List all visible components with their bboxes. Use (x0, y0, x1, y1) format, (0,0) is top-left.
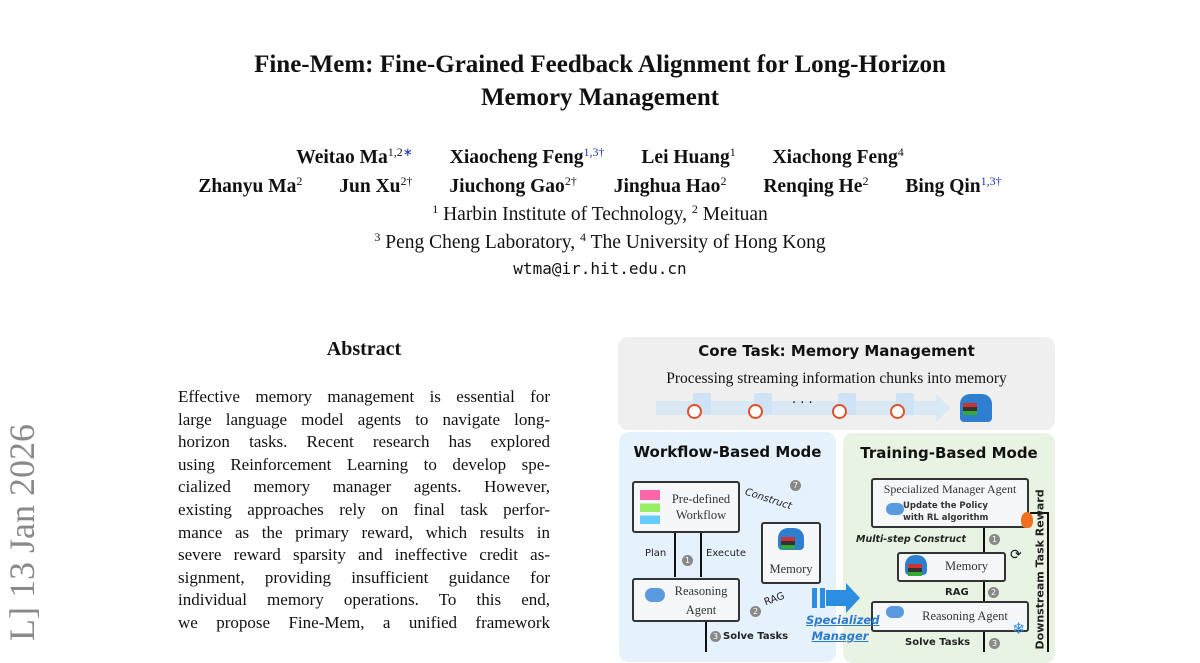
title-line-1: Fine-Mem: Fine-Grained Feedback Alignmen… (254, 51, 946, 78)
loop-icon: ⟳ (1010, 547, 1022, 563)
abstract-line: individual memory operations. To this en… (178, 590, 550, 610)
document-chunk-icon (748, 393, 772, 419)
abstract-line: large language model agents to navigate … (178, 409, 550, 429)
abstract-line: cialized memory manager agents. However, (178, 477, 550, 497)
plan-label: Plan (645, 548, 667, 559)
author-line-2: Zhanyu Ma2 Jun Xu2† Jiuchong Gao2† Jingh… (0, 174, 1200, 198)
update-policy-label: Update the Policy with RL algorithm (903, 501, 989, 523)
plan-arrow (674, 533, 676, 577)
stream-arrow-head (936, 394, 950, 422)
multi-step-construct-label: Multi-step Construct (856, 534, 967, 545)
abstract-line: horizon tasks. Recent research has explo… (178, 432, 550, 452)
step-number: 2 (750, 606, 761, 617)
ai-robot-icon (886, 503, 904, 515)
transition-arrow (826, 590, 846, 606)
ai-robot-icon (645, 588, 665, 602)
ai-robot-icon (886, 606, 904, 618)
execute-label: Execute (706, 548, 746, 559)
step-number: 1 (682, 555, 693, 566)
affiliation-line: 3 Peng Cheng Laboratory, 4 The Universit… (374, 230, 826, 253)
abstract-line: Effective memory management is essential… (178, 387, 550, 406)
execute-arrow (700, 533, 702, 577)
abstract-line: we propose Fine-Mem, a unified framework (178, 613, 550, 632)
reward-arrow-head (1030, 512, 1048, 514)
author: Bing Qin1,3† (905, 174, 1002, 197)
affiliation-line: 1 Harbin Institute of Technology, 2 Meit… (432, 202, 768, 225)
memory-database-icon (778, 528, 804, 550)
rag-arrow (983, 582, 985, 602)
author: Weitao Ma1,2∗ (296, 145, 413, 168)
solve-arrow (983, 632, 985, 652)
workflow-icon (640, 490, 660, 524)
author-email[interactable]: wtma@ir.hit.edu.cn (513, 259, 687, 278)
abstract-line: severe reward sparsity and ineffective c… (178, 545, 550, 565)
ellipsis: · · · (792, 396, 813, 411)
paper-title: Fine-Mem: Fine-Grained Feedback Alignmen… (0, 48, 1200, 114)
author-line-1: Weitao Ma1,2∗ Xiaocheng Feng1,3† Lei Hua… (0, 145, 1200, 169)
author: Zhanyu Ma2 (198, 174, 303, 197)
title-line-2: Memory Management (480, 84, 720, 111)
document-chunk-icon (687, 393, 711, 419)
reward-arrow (1047, 512, 1049, 652)
specialized-manager-agent-box: Specialized Manager Agent Update the Pol… (871, 478, 1029, 528)
workflow-title: Workflow-Based Mode (633, 443, 822, 461)
transition-arrow-bars (812, 588, 817, 608)
abstract-line: signment, providing insufficient guidanc… (178, 567, 550, 587)
memory-database-icon (960, 394, 992, 422)
core-task-title: Core Task: Memory Management (698, 342, 975, 360)
downstream-reward-label: Downstream Task Reward (1033, 489, 1047, 650)
step-number: 7 (790, 480, 801, 491)
abstract-line: existing approaches rely on final task p… (178, 500, 550, 519)
specialized-manager-label: Specialized Manager (806, 613, 880, 643)
arxiv-stamp: L] 13 Jan 2026 (2, 424, 42, 641)
rag-label: RAG (945, 587, 969, 598)
fire-icon (1021, 512, 1033, 528)
step-number: 3 (710, 631, 721, 642)
solve-tasks-label: Solve Tasks (723, 631, 789, 642)
document-chunk-icon (890, 393, 914, 419)
author: Xiachong Feng4 (772, 145, 904, 168)
author: Xiaocheng Feng1,3† (449, 145, 605, 168)
step-number: 1 (989, 534, 1000, 545)
step-number: 3 (989, 638, 1000, 649)
manager-agent-label: Specialized Manager Agent (883, 482, 1017, 496)
core-task-subtitle: Processing streaming information chunks … (666, 370, 1007, 387)
author: Jinghua Hao2 (613, 174, 727, 197)
memory-database-icon (905, 555, 927, 576)
author: Jun Xu2† (339, 174, 413, 197)
transition-arrow-head (846, 583, 860, 613)
solve-arrow (705, 622, 707, 652)
abstract-line: mance as the primary reward, which resul… (178, 522, 550, 542)
construct-arrow (983, 528, 985, 553)
solve-tasks-label: Solve Tasks (905, 637, 971, 648)
step-number: 2 (988, 587, 999, 598)
document-chunk-icon (832, 393, 856, 419)
training-title: Training-Based Mode (860, 444, 1038, 462)
author: Lei Huang1 (641, 145, 736, 168)
stream-arrow (656, 401, 936, 415)
abstract-line: using Reinforcement Learning to develop … (178, 454, 550, 474)
author: Jiuchong Gao2† (449, 174, 577, 197)
abstract-heading: Abstract (326, 338, 402, 360)
author: Renqing He2 (763, 174, 869, 197)
snowflake-icon: ❄ (1012, 619, 1026, 638)
